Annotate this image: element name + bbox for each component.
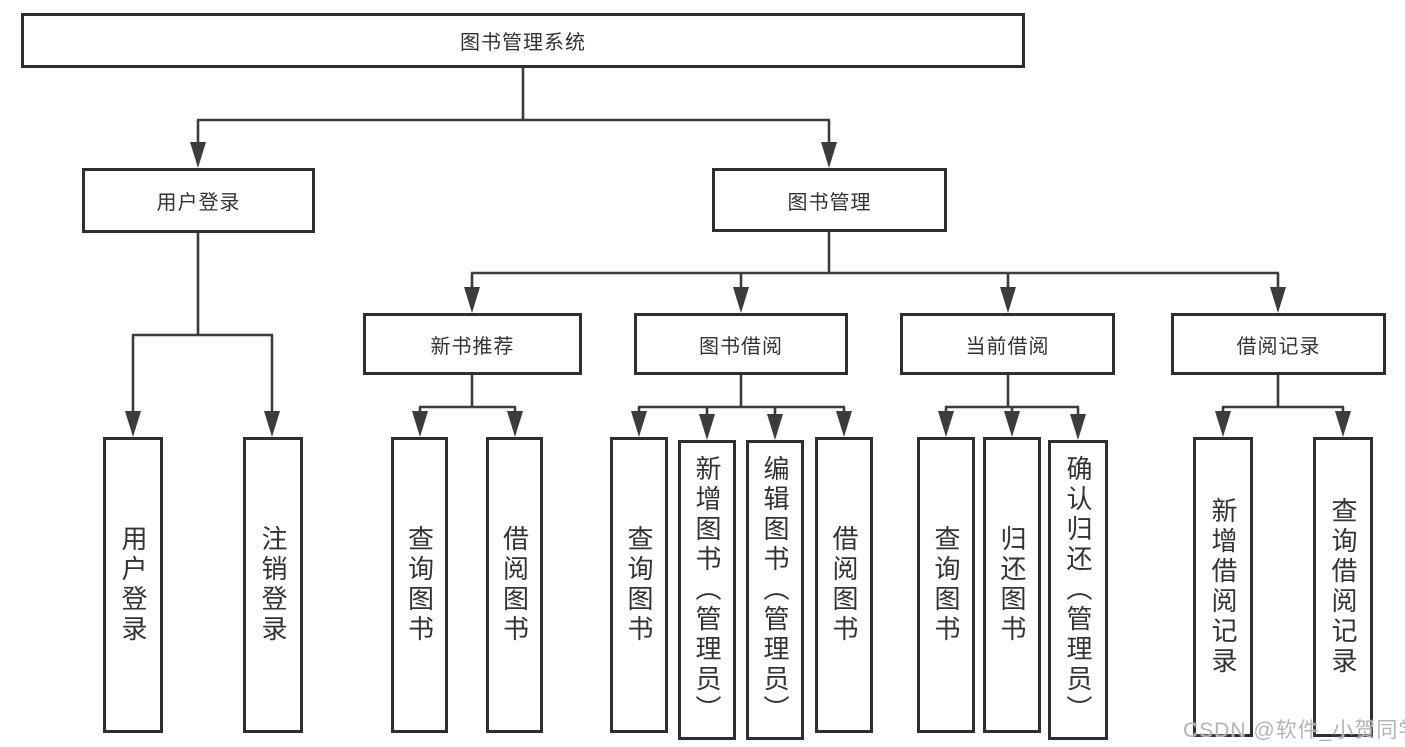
node-root: 图书管理系统 [21,13,1025,68]
leaf-return-books-label: 归还图书 [997,525,1027,645]
leaf-borrow-books-borrowing-label: 借阅图书 [829,525,859,645]
leaf-borrow-books-recommend-label: 借阅图书 [499,525,530,645]
leaf-logout-login: 注销登录 [243,437,303,733]
leaf-edit-books-admin: 编辑图书（管理员） [746,440,804,740]
watermark: CSDN @软件_小贺同学 [1183,719,1405,742]
leaf-query-borrow-record-label: 查询借阅记录 [1328,497,1358,677]
leaf-confirm-return-admin-label: 确认归还（管理员） [1063,455,1093,725]
leaf-borrow-books-borrowing: 借阅图书 [815,437,873,733]
leaf-query-books-recommend-label: 查询图书 [404,525,435,645]
node-borrowing-records: 借阅记录 [1171,313,1386,375]
leaf-add-borrow-record: 新增借阅记录 [1193,437,1253,737]
leaf-add-books-admin-label: 新增图书（管理员） [692,455,722,725]
leaf-borrow-books-recommend: 借阅图书 [486,437,543,733]
leaf-query-books-borrowing-label: 查询图书 [624,525,654,645]
node-current-borrowing: 当前借阅 [900,313,1115,375]
node-user-login: 用户登录 [82,168,315,233]
leaf-query-books-borrowing: 查询图书 [610,437,668,733]
leaf-user-login-label: 用户登录 [118,525,148,645]
leaf-query-books-current-label: 查询图书 [931,525,961,645]
leaf-query-books-recommend: 查询图书 [391,437,448,733]
leaf-edit-books-admin-label: 编辑图书（管理员） [760,455,790,725]
leaf-query-books-current: 查询图书 [917,437,975,733]
leaf-confirm-return-admin: 确认归还（管理员） [1048,440,1108,740]
leaf-add-books-admin: 新增图书（管理员） [678,440,736,740]
leaf-user-login: 用户登录 [103,437,163,733]
leaf-query-borrow-record: 查询借阅记录 [1313,437,1373,737]
leaf-return-books: 归还图书 [983,437,1041,733]
leaf-add-borrow-record-label: 新增借阅记录 [1208,497,1238,677]
node-book-management: 图书管理 [712,168,947,232]
node-new-book-recommendation: 新书推荐 [363,313,582,375]
node-book-borrowing: 图书借阅 [634,313,848,375]
leaf-logout-login-label: 注销登录 [258,525,288,645]
